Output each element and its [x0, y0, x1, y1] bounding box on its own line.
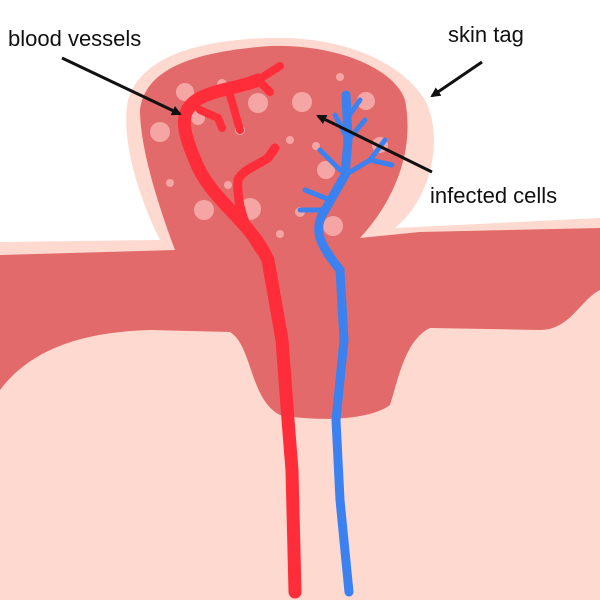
- dermis-layer: [0, 45, 600, 419]
- label-infected-cells: infected cells: [430, 183, 558, 208]
- label-blood-vessels: blood vessels: [8, 26, 142, 51]
- arrow-infected-cells: [316, 114, 433, 174]
- label-skin-tag: skin tag: [448, 22, 524, 47]
- arrow-skin-tag: [430, 60, 483, 98]
- arrow-blood-vessels: [61, 56, 182, 116]
- artery: [177, 62, 302, 599]
